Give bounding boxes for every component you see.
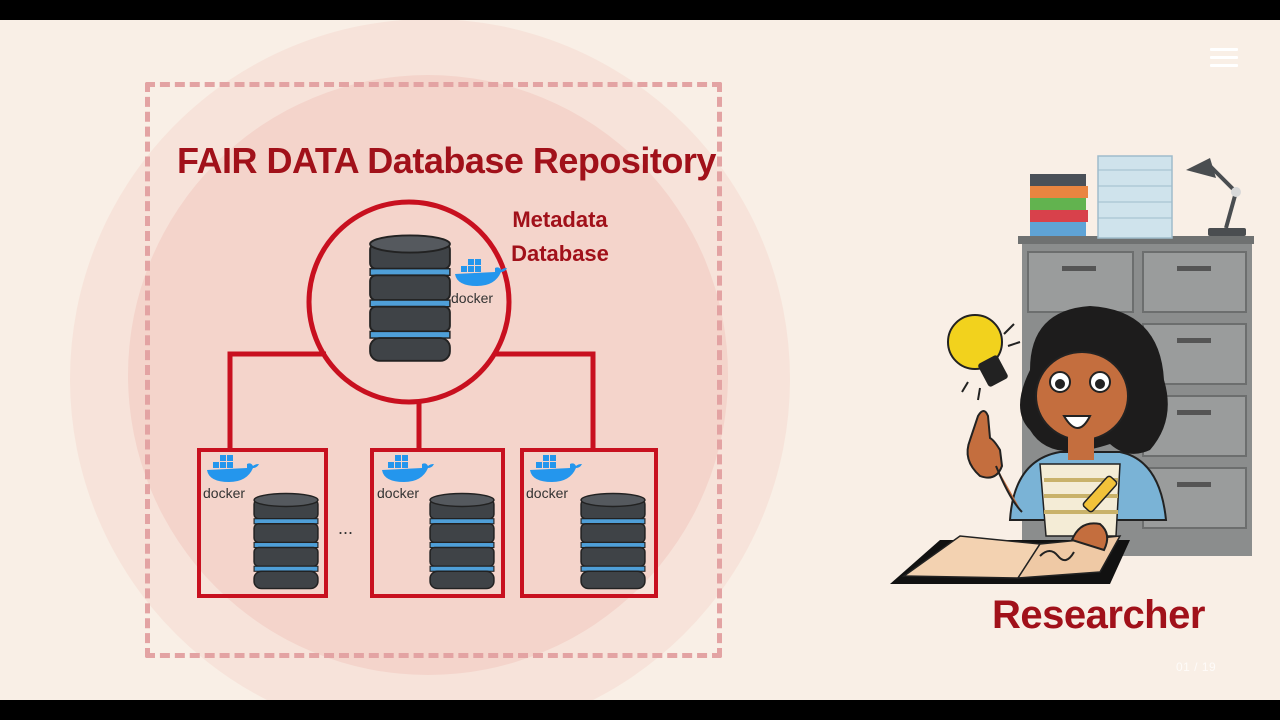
- menu-line-icon: [1210, 56, 1238, 59]
- slide-canvas: FAIR DATA Database Repository Metadata D…: [0, 20, 1280, 700]
- node-box-1: [197, 448, 328, 598]
- page-counter: 01 / 19: [1176, 660, 1217, 674]
- metadata-database-circle: [306, 199, 512, 405]
- repository-dashed-frame: [145, 82, 722, 658]
- diagram-graphics: docker docker ... docker docker: [197, 155, 1254, 598]
- node-3-database-icon: [580, 492, 646, 590]
- ellipsis-more-nodes: ...: [338, 518, 353, 538]
- node-1-database-icon: [253, 492, 319, 590]
- desk-lamp-icon: [1186, 158, 1246, 236]
- connector-lines: [227, 351, 596, 450]
- menu-hamburger-button[interactable]: [1204, 42, 1246, 72]
- node-2-docker-icon: [382, 455, 434, 482]
- researcher-illustration: [890, 155, 1254, 584]
- node-box-3: [520, 448, 658, 598]
- node-3-docker-icon: [530, 455, 582, 482]
- node-2-database-icon: [429, 492, 495, 590]
- node-2-docker-label: docker: [377, 485, 419, 501]
- metadata-database-label: Metadata Database: [490, 203, 630, 271]
- metadata-docker-label: docker: [451, 290, 493, 306]
- metadata-label-line1: Metadata: [512, 207, 608, 232]
- metadata-database-icon: [369, 234, 451, 362]
- book-stack-icon: [1030, 174, 1088, 236]
- node-box-2: [370, 448, 505, 598]
- node-1-docker-label: docker: [203, 485, 245, 501]
- lightbulb-icon: [947, 314, 1021, 401]
- node-3-docker-label: docker: [526, 485, 568, 501]
- node-1-docker-icon: [207, 455, 259, 482]
- menu-line-icon: [1210, 64, 1238, 67]
- researcher-label: Researcher: [992, 593, 1205, 637]
- paper-stack-icon: [1097, 155, 1173, 239]
- metadata-label-line2: Database: [511, 241, 609, 266]
- menu-line-icon: [1210, 48, 1238, 51]
- researcher-person-icon: [966, 306, 1168, 552]
- repository-title: FAIR DATA Database Repository: [177, 140, 716, 181]
